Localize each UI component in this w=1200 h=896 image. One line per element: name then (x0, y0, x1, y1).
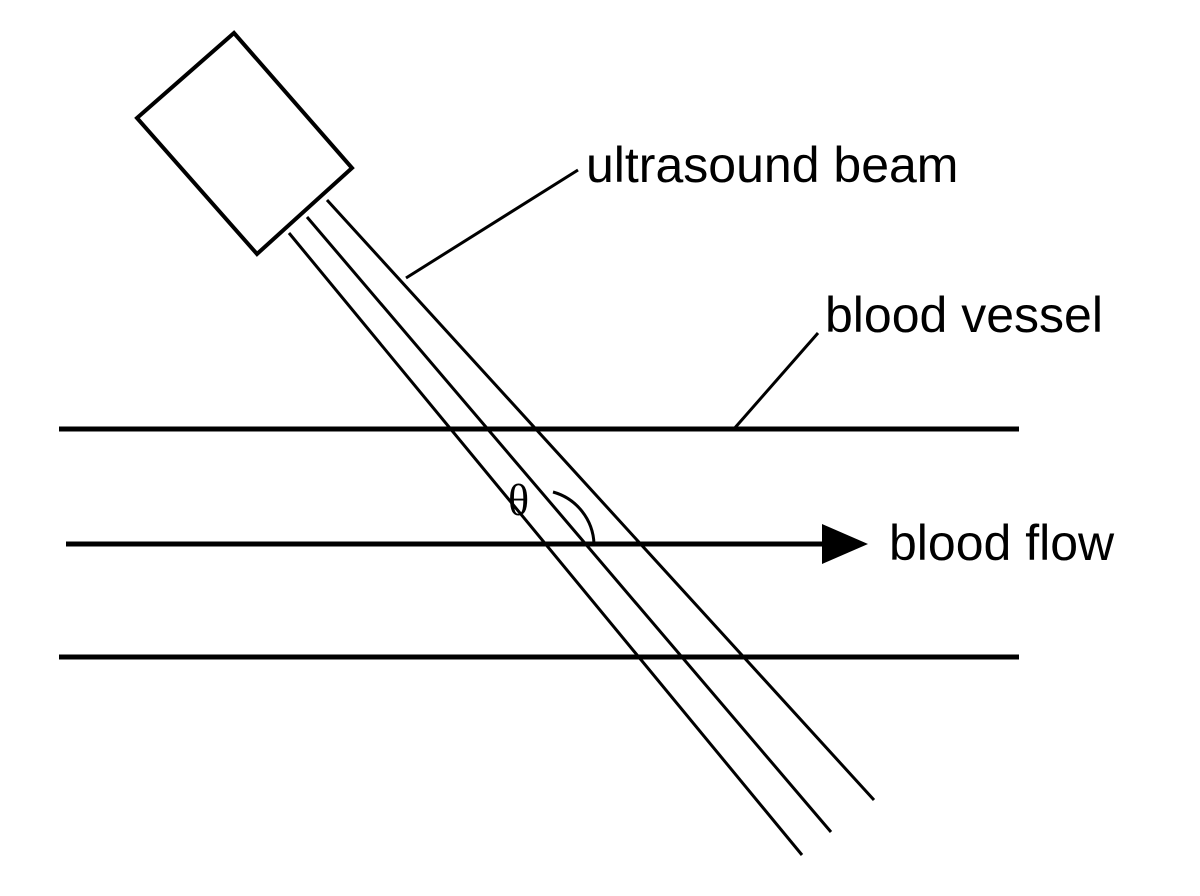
ultrasound-transducer (134, 30, 355, 257)
ultrasound-beam-label: ultrasound beam (586, 137, 958, 193)
ultrasound-beam-leader (405, 168, 579, 280)
angle-arc (552, 490, 596, 545)
blood-vessel-label: blood vessel (825, 287, 1103, 343)
blood-flow-arrowhead (822, 524, 868, 564)
angle-theta-label: θ (508, 476, 529, 525)
blood-vessel-leader (731, 332, 820, 431)
beam-line-right (325, 198, 876, 802)
blood-flow-label: blood flow (889, 515, 1115, 571)
beam-line-center (305, 216, 833, 833)
